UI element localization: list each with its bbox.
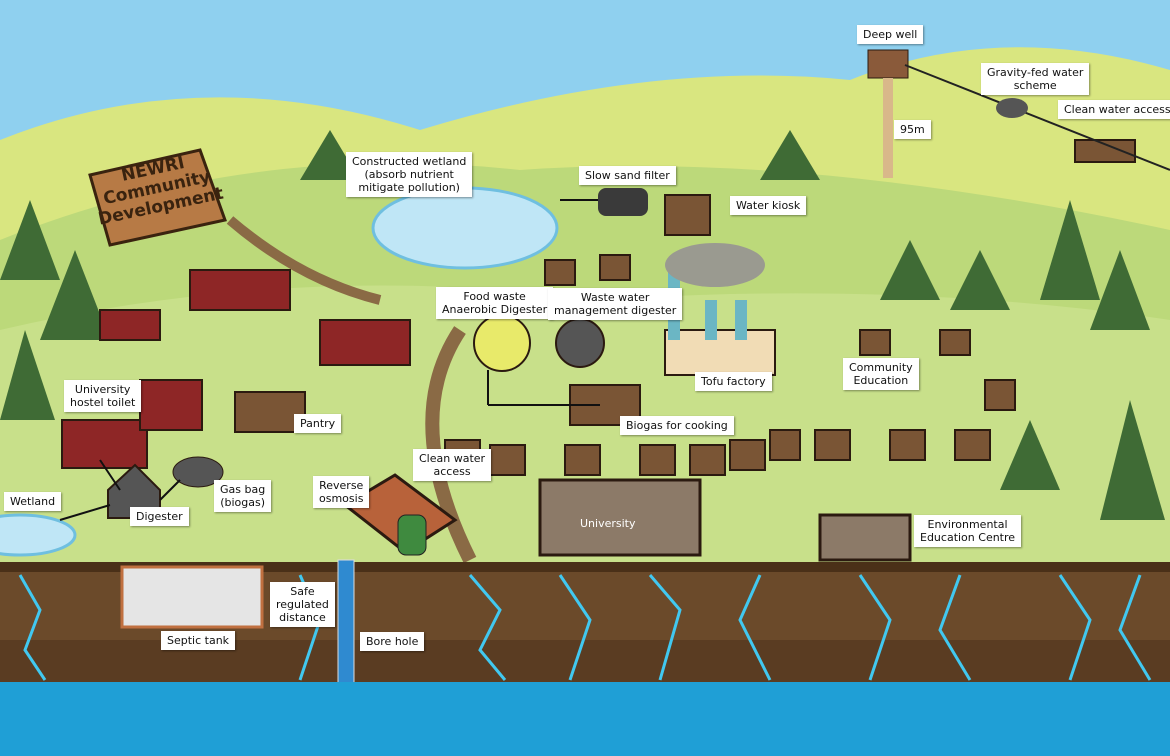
- label-tofu-factory: Tofu factory: [695, 372, 772, 391]
- groundwater-veins: [18, 574, 1152, 681]
- hostel-buildings: [61, 269, 411, 469]
- dirt-path: [226, 216, 382, 305]
- wetland-pond: [0, 513, 77, 557]
- reverse-osmosis-shelter: [342, 473, 458, 554]
- label-slow-sand-filter: Slow sand filter: [579, 166, 676, 185]
- label-wetland: Wetland: [4, 492, 62, 511]
- deep-well: [867, 49, 909, 79]
- aquifer: [0, 682, 1170, 756]
- constructed-wetland-pond: [371, 186, 559, 270]
- label-bore-hole: Bore hole: [360, 632, 425, 651]
- university-building: [538, 478, 702, 557]
- ro-tank: [397, 514, 427, 556]
- ground: [0, 285, 1170, 570]
- label-university: University: [580, 517, 636, 530]
- food-waste-digester: [473, 314, 531, 372]
- environmental-centre-building: [818, 513, 912, 562]
- trees: [0, 130, 1165, 520]
- label-biogas-cooking: Biogas for cooking: [620, 416, 734, 435]
- label-pantry: Pantry: [294, 414, 342, 433]
- soil-top: [0, 562, 1170, 572]
- smoke: [665, 243, 765, 287]
- label-clean-water-access-top: Clean water access: [1058, 100, 1170, 119]
- digester-tank: [107, 463, 161, 519]
- label-septic-tank: Septic tank: [161, 631, 236, 650]
- newri-sign-board: [88, 148, 227, 247]
- slow-sand-filter: [598, 188, 648, 216]
- gas-bag: [172, 456, 224, 488]
- connector-lines: [59, 199, 600, 521]
- well-shaft: [883, 78, 893, 178]
- waste-water-digester: [555, 318, 605, 368]
- septic-tank: [120, 565, 264, 629]
- label-gas-bag: Gas bag(biogas): [214, 480, 272, 512]
- gravity-pipe: [904, 64, 1170, 171]
- dirt-path: [425, 326, 477, 564]
- label-water-kiosk: Water kiosk: [730, 196, 807, 215]
- label-depth: 95m: [894, 120, 931, 139]
- tofu-factory-building: [664, 329, 776, 376]
- label-deep-well: Deep well: [857, 25, 924, 44]
- gravity-tank: [996, 98, 1028, 118]
- label-digester: Digester: [130, 507, 189, 526]
